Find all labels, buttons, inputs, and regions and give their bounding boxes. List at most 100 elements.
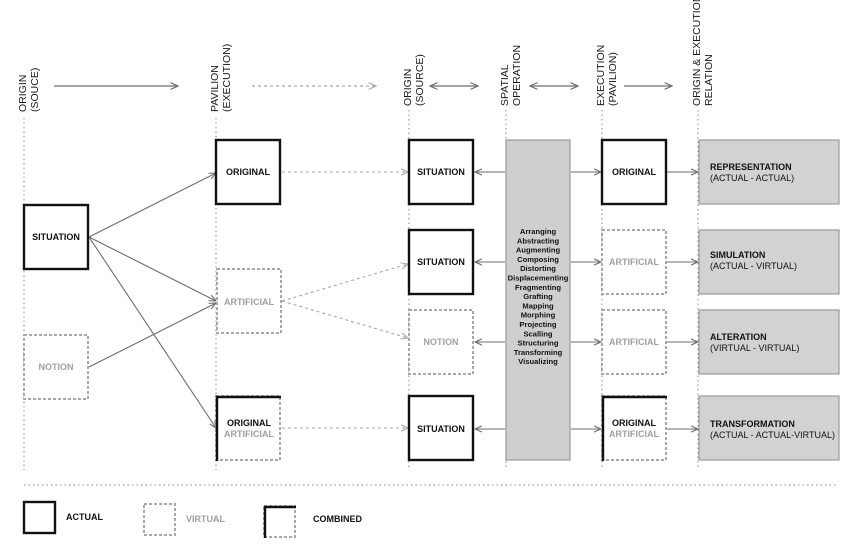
header-execution-line2: (PAVILION) <box>607 52 619 106</box>
col3-situation1-label: SITUATION <box>417 167 465 177</box>
header-execution-line1: EXECUTION <box>595 45 607 106</box>
col2-combined-top-label: ORIGINAL <box>227 418 272 428</box>
col3-notion-label: NOTION <box>424 337 459 347</box>
header-origin-source-line2: (SOUCE) <box>29 68 41 112</box>
relation-2-sub: (ACTUAL - VIRTUAL) <box>710 261 797 271</box>
svg-text:ORIGIN (SOURCE): ORIGIN (SOURCE) <box>402 54 426 106</box>
legend-combined-label: COMBINED <box>313 514 362 524</box>
col2-artificial-label: ARTIFICIAL <box>224 297 274 307</box>
col1-notion-label: NOTION <box>39 362 74 372</box>
legend-combined-swatch-virtual <box>263 505 296 538</box>
relation-box-4 <box>698 395 840 461</box>
svg-text:ORIGIN & EXECUTION RELAT: ORIGIN & EXECUTION RELATION <box>691 0 715 106</box>
operation-list: Arranging Abstracting Augmenting Composi… <box>508 227 569 366</box>
svg-text:PAVILION (EXECUTION): PAVILION (EXECUTION) <box>209 44 233 112</box>
header-pavilion-line1: PAVILION <box>209 65 221 112</box>
column-headers: ORIGIN (SOUCE) PAVILION (EXECUTION) ORIG… <box>17 0 715 112</box>
op-item-1: Arranging <box>520 227 557 236</box>
op-item-3: Augmenting <box>516 246 561 255</box>
op-item-8: Grafting <box>523 292 553 301</box>
legend: ACTUAL VIRTUAL COMBINED <box>22 500 362 538</box>
col5-original-box <box>600 138 668 206</box>
col2-boxes: ORIGINAL ARTIFICIAL ORIGINAL ARTIFICIAL <box>214 138 282 461</box>
svg-text:ORIGIN (SOUCE): ORIGIN (SOUCE) <box>17 68 41 112</box>
arrow-situation-combined <box>88 236 216 428</box>
op-item-9: Mapping <box>522 301 554 310</box>
legend-actual-label: ACTUAL <box>66 512 103 522</box>
relation-4-sub: (ACTUAL - ACTUAL-VIRTUAL) <box>710 430 835 440</box>
relation-box-1 <box>698 139 840 205</box>
header-origin-source2-line2: (SOURCE) <box>414 54 426 106</box>
col2-combined-box-actual <box>215 395 281 461</box>
col5-artificial1-label: ARTIFICIAL <box>609 257 659 267</box>
col1-notion-box <box>23 334 89 400</box>
col3-situation3-label: SITUATION <box>417 424 465 434</box>
col3-boxes: SITUATION SITUATION NOTION SITUATION <box>407 138 475 462</box>
op-item-5: Distorting <box>520 264 556 273</box>
col5-boxes: ORIGINAL ARTIFICIAL ARTIFICIAL ORIGINAL … <box>600 138 668 461</box>
header-spatial-line1: SPATIAL <box>499 64 511 106</box>
header-origin-source2-line1: ORIGIN <box>402 69 414 106</box>
col2-original-label: ORIGINAL <box>226 167 271 177</box>
relation-boxes: REPRESENTATION (ACTUAL - ACTUAL) SIMULAT… <box>698 139 840 461</box>
header-pavilion-line2: (EXECUTION) <box>221 44 233 112</box>
svg-text:SPATIAL OPERATION: SPATIAL OPERATION <box>499 45 523 106</box>
header-relation-line2: RELATION <box>703 54 715 106</box>
col2-combined-box-virtual <box>215 395 281 461</box>
arrow-situation-artificial <box>88 236 216 301</box>
col2-original-box <box>214 138 282 206</box>
legend-virtual-swatch <box>143 503 176 536</box>
col3-notion-box <box>408 309 474 375</box>
op-item-10: Morphing <box>521 311 556 320</box>
arrow-notion-artificial <box>88 303 216 368</box>
op-item-6: Displacementing <box>508 274 569 283</box>
connections <box>88 172 698 429</box>
col5-combined-bottom-label: ARTIFICIAL <box>609 429 659 439</box>
col1-situation-label: SITUATION <box>32 232 80 242</box>
col5-original-label: ORIGINAL <box>612 167 657 177</box>
op-item-2: Abstracting <box>517 236 560 245</box>
column-guides <box>23 110 699 470</box>
legend-combined-swatch-actual <box>263 505 296 538</box>
op-item-7: Fragmenting <box>515 283 561 292</box>
header-relation-line1: ORIGIN & EXECUTION <box>691 0 703 106</box>
header-spatial-line2: OPERATION <box>511 45 523 106</box>
col5-artificial2-label: ARTIFICIAL <box>609 337 659 347</box>
op-item-11: Projecting <box>519 320 556 329</box>
col3-situation2-box <box>407 228 475 296</box>
arrow-situation-original <box>88 173 216 238</box>
col5-artificial1-box <box>601 229 667 295</box>
relation-2-title: SIMULATION <box>710 250 765 260</box>
relation-3-sub: (VIRTUAL - VIRTUAL) <box>710 343 799 353</box>
arrow-artificial-notion <box>281 300 408 338</box>
op-item-4: Composing <box>517 255 559 264</box>
col5-combined-top-label: ORIGINAL <box>612 418 657 428</box>
col1-situation-box <box>22 203 90 271</box>
col3-situation2-label: SITUATION <box>417 257 465 267</box>
relation-4-title: TRANSFORMATION <box>710 419 795 429</box>
op-item-14: Transforming <box>514 348 563 357</box>
col3-situation3-box <box>407 394 475 462</box>
col3-situation1-box <box>407 138 475 206</box>
col5-combined-box-virtual <box>601 395 667 461</box>
col1-boxes: SITUATION NOTION <box>22 203 90 400</box>
relation-box-3 <box>698 309 840 375</box>
col2-combined-bottom-label: ARTIFICIAL <box>224 429 274 439</box>
relation-1-sub: (ACTUAL - ACTUAL) <box>710 173 794 183</box>
col5-artificial2-box <box>601 309 667 375</box>
header-origin-source-line1: ORIGIN <box>17 75 29 112</box>
relation-box-2 <box>698 229 840 295</box>
legend-actual-swatch <box>22 500 57 535</box>
relation-1-title: REPRESENTATION <box>710 162 792 172</box>
op-item-15: Visualizing <box>518 357 558 366</box>
relation-3-title: ALTERATION <box>710 332 767 342</box>
op-item-13: Structuring <box>518 339 559 348</box>
op-item-12: Scalling <box>523 329 552 338</box>
operation-bar <box>505 139 571 461</box>
spatial-operation-panel: Arranging Abstracting Augmenting Composi… <box>505 139 571 461</box>
col2-artificial-box <box>216 268 282 334</box>
legend-virtual-label: VIRTUAL <box>186 514 225 524</box>
arrow-artificial-situation2 <box>281 264 408 302</box>
col5-combined-box-actual <box>601 395 667 461</box>
